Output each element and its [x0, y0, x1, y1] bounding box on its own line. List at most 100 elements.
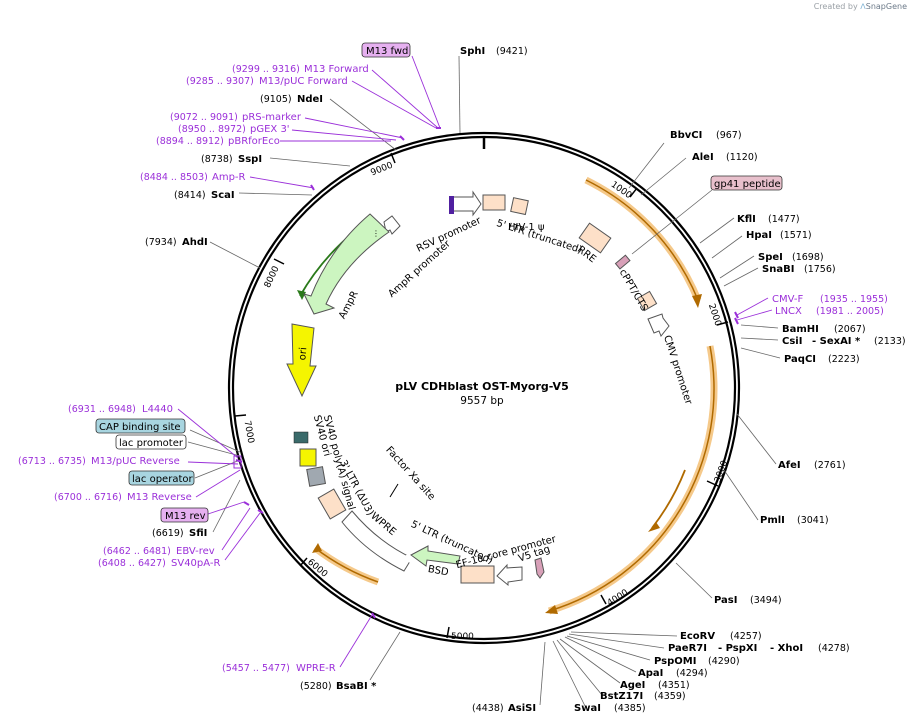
primer-pgex3[interactable]: pGEX 3' — [250, 124, 290, 135]
ampr-arrow — [303, 213, 390, 315]
site-spei[interactable]: SpeI — [758, 252, 783, 263]
site-apai[interactable]: ApaI — [638, 668, 663, 679]
site-ndei-pos: (9105) — [260, 94, 292, 105]
snapgene-logo-icon: ᐱ — [860, 2, 866, 11]
site-ndei[interactable]: NdeI — [297, 94, 323, 105]
tick-8000 — [273, 258, 285, 265]
cppt-box — [636, 290, 658, 312]
site-paqci[interactable]: PaqCI — [784, 354, 816, 365]
tick-6000 — [299, 557, 308, 567]
primer-ampr[interactable]: Amp-R — [212, 172, 246, 183]
primer-l4440-pos: (6931 .. 6948) — [68, 404, 136, 415]
site-ahdi[interactable]: AhdI — [182, 237, 208, 248]
primer-l4440[interactable]: L4440 — [142, 404, 173, 415]
primer-ampr-pos: (8484 .. 8503) — [140, 172, 208, 183]
orf-arrow-2 — [545, 605, 558, 614]
ori-arrow — [286, 323, 317, 398]
primer-m13-forward[interactable]: M13 Forward — [304, 64, 369, 75]
cap-label-box[interactable] — [95, 418, 186, 434]
tick-7000 — [234, 414, 247, 417]
rsv-marker — [449, 196, 454, 214]
site-sexai[interactable]: - SexAI * — [812, 336, 861, 347]
label-cap: CAP binding site — [99, 422, 181, 433]
primer-wpre-r[interactable]: WPRE-R — [296, 663, 336, 674]
label-hiv-psi: HIV-1 ψ — [508, 222, 545, 233]
primer-leaders — [177, 55, 773, 668]
primer-ebv-rev-pos: (6462 .. 6481) — [103, 546, 171, 557]
site-pasi[interactable]: PasI — [714, 595, 737, 606]
tick-label-8000: 8000 — [263, 264, 282, 289]
site-spei-pos: (1698) — [792, 252, 824, 263]
site-csii[interactable]: CsiI — [782, 336, 802, 347]
tick-5000 — [446, 626, 450, 639]
site-bstz17i[interactable]: BstZ17I — [600, 691, 643, 702]
site-kfli[interactable]: KflI — [737, 214, 756, 225]
site-snabi[interactable]: SnaBI — [762, 264, 794, 275]
site-sfii[interactable]: SfiI — [189, 528, 207, 539]
site-sexai-pos: (2133) — [874, 336, 906, 347]
orf-arrow-1 — [692, 294, 702, 308]
site-bsabi-pos: (5280) — [300, 681, 332, 692]
laco-label-box[interactable] — [128, 470, 195, 486]
site-swai[interactable]: SwaI — [574, 703, 601, 714]
site-paqci-pos: (2223) — [828, 354, 860, 365]
primer-sv40pa-r[interactable]: SV40pA-R — [171, 558, 220, 569]
leader-lines-left — [187, 55, 461, 681]
primer-cmv-f[interactable]: CMV-F — [772, 294, 803, 305]
site-afei[interactable]: AfeI — [778, 460, 801, 471]
plasmid-size: 9557 bp — [460, 395, 504, 407]
primer-ebv-rev[interactable]: EBV-rev — [176, 546, 215, 557]
primer-m13puc-forward[interactable]: M13/pUC Forward — [259, 76, 348, 87]
site-ecorv[interactable]: EcoRV — [680, 631, 715, 642]
site-bbvci[interactable]: BbvCI — [670, 130, 702, 141]
site-bbvci-pos: (967) — [716, 130, 742, 141]
site-alei[interactable]: AleI — [692, 152, 714, 163]
site-asisi[interactable]: AsiSI — [508, 703, 536, 714]
primer-prs-marker-pos: (9072 .. 9091) — [170, 112, 238, 123]
site-paer7i[interactable]: PaeR7I — [668, 643, 707, 654]
site-pmli[interactable]: PmlI — [760, 515, 785, 526]
site-sphi[interactable]: SphI — [460, 46, 485, 57]
lacp-label-box[interactable] — [115, 434, 187, 450]
snapgene-credit: Created by ᐱSnapGene — [814, 2, 907, 11]
m13-fwd-box[interactable] — [361, 42, 411, 58]
site-pspomi-pos: (4290) — [708, 656, 740, 667]
site-scai-pos: (8414) — [174, 190, 206, 201]
m13-rev-box[interactable] — [160, 507, 209, 523]
orf-arc-3 — [651, 469, 686, 529]
label-ori: ori — [297, 347, 309, 361]
primer-prs-marker[interactable]: pRS-marker — [242, 112, 302, 123]
site-hpai[interactable]: HpaI — [746, 230, 772, 241]
site-bstz17i-pos: (4359) — [654, 691, 686, 702]
orf-arc-1-line — [585, 179, 699, 301]
primer-m13puc-reverse-pos: (6713 .. 6735) — [18, 456, 86, 467]
ef1a-arrow — [496, 563, 523, 587]
hiv-psi-box — [482, 194, 506, 211]
site-agei[interactable]: AgeI — [620, 680, 645, 691]
site-bamhi[interactable]: BamHI — [782, 324, 819, 335]
primer-lncx[interactable]: LNCX — [775, 306, 802, 317]
gp41-label-box[interactable] — [710, 175, 783, 191]
primer-m13puc-reverse[interactable]: M13/pUC Reverse — [91, 456, 180, 467]
site-pspxi[interactable]: - PspXI — [718, 643, 757, 654]
site-scai[interactable]: ScaI — [211, 190, 235, 201]
site-kfli-pos: (1477) — [768, 214, 800, 225]
primer-m13-reverse[interactable]: M13 Reverse — [127, 492, 192, 503]
site-sspi-pos: (8738) — [201, 154, 233, 165]
primer-pgex3-pos: (8950 .. 8972) — [178, 124, 246, 135]
site-pspomi[interactable]: PspOMI — [654, 656, 696, 667]
sv40-yellow-box — [299, 448, 317, 467]
primer-wpre-r-pos: (5457 .. 5477) — [222, 663, 290, 674]
site-xhoi[interactable]: - XhoI — [770, 643, 803, 654]
ltr5b-box — [460, 565, 495, 584]
label-ampr: AmpR — [337, 289, 361, 321]
site-sspi[interactable]: SspI — [238, 154, 262, 165]
sv40-ori-box — [306, 466, 327, 487]
credit-prefix: Created by — [813, 2, 858, 11]
primer-pbrforeco[interactable]: pBRforEco — [228, 136, 280, 147]
site-snabi-pos: (1756) — [804, 264, 836, 275]
tick-label-2000: 2000 — [706, 303, 723, 328]
rsv-promoter-arrow — [450, 190, 482, 217]
site-bsabi[interactable]: BsaBI * — [336, 681, 377, 692]
